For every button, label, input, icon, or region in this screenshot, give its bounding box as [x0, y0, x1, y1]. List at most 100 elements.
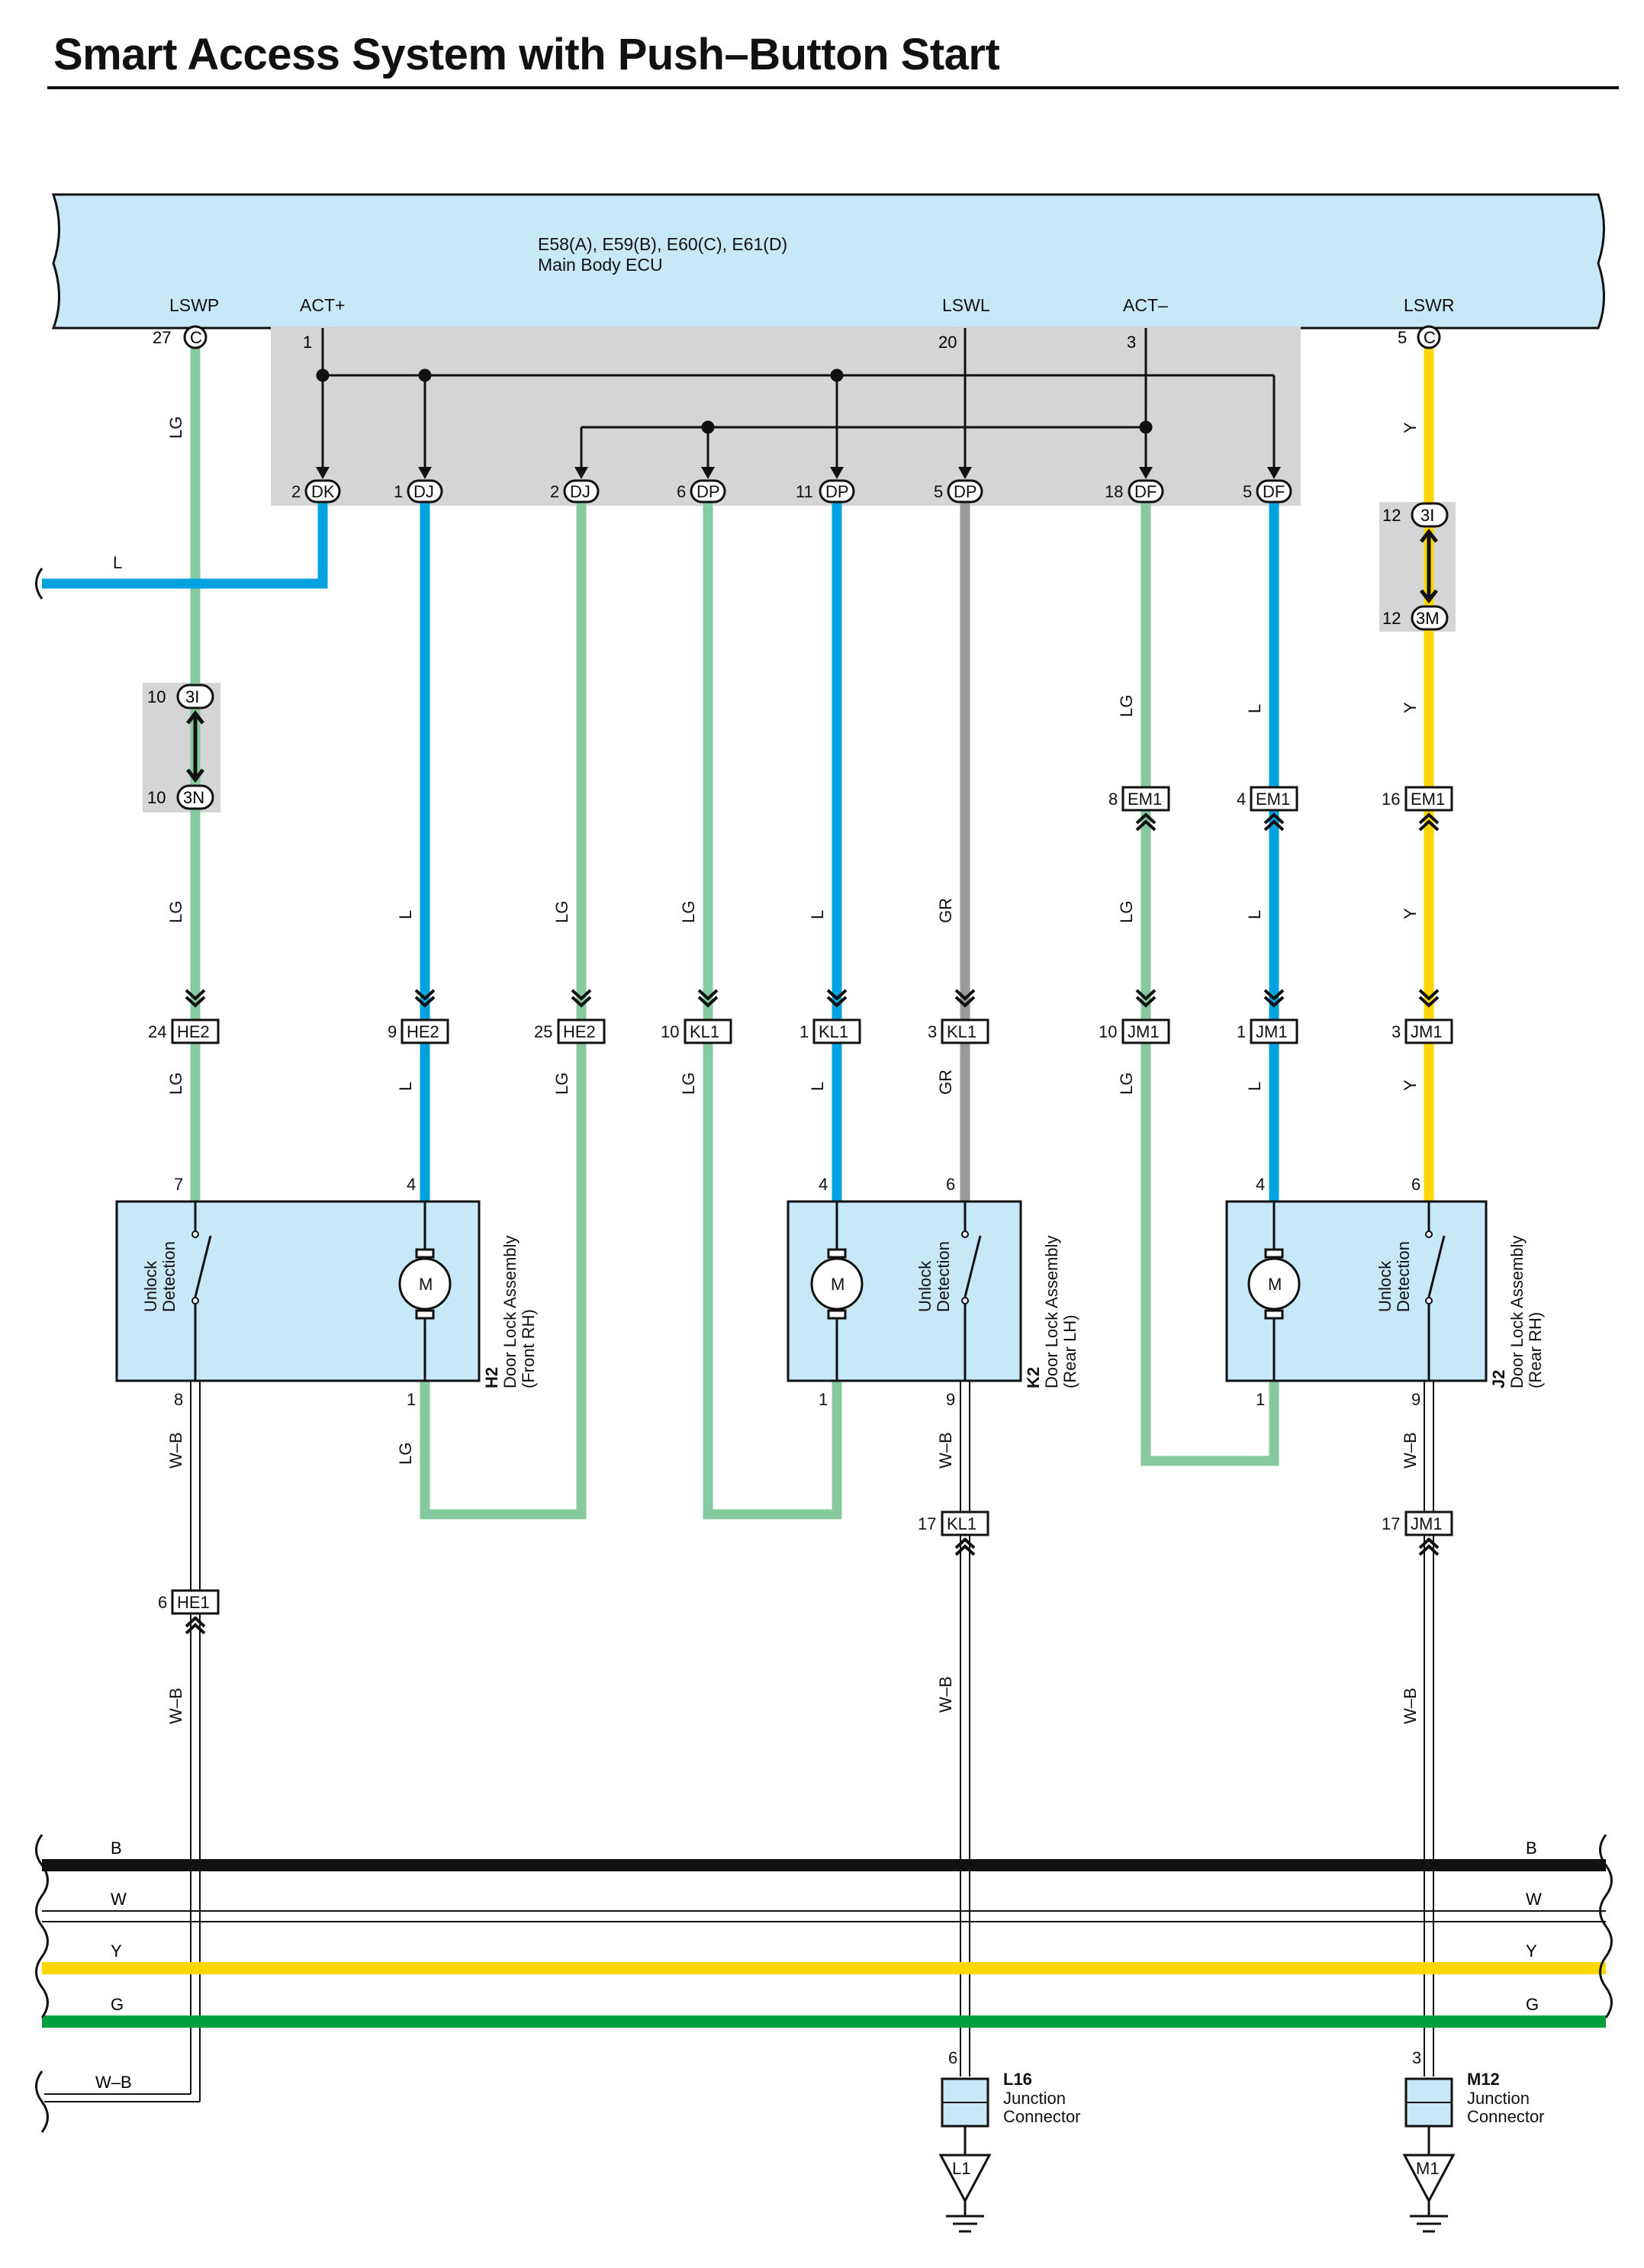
page-title: Smart Access System with Push–Button Sta… [53, 30, 1000, 79]
connector-pin: 6 [158, 1593, 167, 1612]
chevron-up-icon [1135, 812, 1157, 832]
connector-id: HE2 [407, 1022, 439, 1041]
motor-icon [398, 1257, 452, 1311]
assembly-side: (Rear LH) [1060, 1314, 1079, 1388]
splice-panel [271, 327, 1301, 506]
pin-label: 1 [1256, 1390, 1265, 1409]
down-arrow-icon [574, 467, 588, 479]
ground-id: M1 [1416, 2159, 1440, 2178]
svg-text:3M: 3M [1416, 609, 1440, 628]
wire-label-lg: LG [166, 417, 185, 439]
connector-pill [819, 479, 855, 503]
unlock-label: Unlock [141, 1260, 160, 1312]
wire-label-lg: LG [166, 1073, 185, 1095]
ecu-terminals: C 27 1 20 3 C 5 [153, 325, 1441, 352]
title-rule [47, 86, 1619, 89]
chevron-down-icon [414, 989, 436, 1008]
chevron-down-icon [1418, 989, 1440, 1008]
svg-text:3I: 3I [185, 687, 199, 706]
svg-text:3I: 3I [1420, 506, 1434, 525]
wire-label-l: L [396, 910, 415, 919]
wire-label-wb: W–B [166, 1432, 185, 1469]
wire-label-gr: GR [936, 1070, 955, 1095]
assembly-code: H2 [482, 1367, 501, 1388]
pin-label: 4 [1256, 1175, 1265, 1194]
svg-text:3: 3 [1127, 333, 1136, 352]
connector-id: DP [954, 482, 977, 501]
switch-contact [1425, 1231, 1433, 1238]
motor-brush [1264, 1248, 1284, 1259]
chevron-up-icon [1418, 812, 1440, 832]
connector-id: EM1 [1411, 790, 1445, 809]
connector-id: EM1 [1128, 790, 1162, 809]
connector-id: DF [1134, 482, 1157, 501]
svg-text:5: 5 [1398, 328, 1407, 347]
motor-brush [1264, 1309, 1284, 1320]
motor-brush [827, 1248, 847, 1259]
ecu-pin-lswl: LSWL [942, 295, 990, 315]
connector-pin: 25 [534, 1022, 552, 1041]
ground-id: L1 [952, 2159, 970, 2178]
switch-blade [194, 1235, 212, 1298]
switch-blade [964, 1235, 982, 1298]
junction-name: Junction [1003, 2089, 1066, 2108]
connector-pin: 16 [1382, 790, 1400, 809]
connector-id: JM1 [1411, 1022, 1443, 1041]
svg-text:1: 1 [303, 333, 312, 352]
connector-pin: 6 [677, 482, 686, 501]
bus-label-b-right: B [1526, 1839, 1537, 1858]
unlock-label: Unlock [1375, 1260, 1395, 1312]
connector-id: KL1 [690, 1022, 719, 1041]
wire-label-lg: LG [396, 1443, 415, 1465]
connector-pin: 10 [1099, 1022, 1117, 1041]
down-arrow-icon [830, 467, 844, 479]
connector-box [812, 1018, 861, 1044]
switch-contact [191, 1297, 199, 1305]
connector-pin: 10 [661, 1022, 679, 1041]
pin-label: 4 [819, 1175, 828, 1194]
junction-type: Connector [1003, 2107, 1081, 2126]
pin-label: 9 [946, 1390, 955, 1409]
motor-icon [810, 1257, 864, 1311]
connector-pin: 11 [796, 482, 813, 501]
assembly-side: (Rear RH) [1526, 1312, 1545, 1388]
switch-contact [1425, 1297, 1433, 1305]
wire-label-wb: W–B [166, 1687, 185, 1724]
connector-box [1250, 786, 1298, 812]
connector-pill [563, 479, 600, 503]
junction-code: M12 [1467, 2070, 1500, 2089]
connector-id: DP [825, 482, 849, 501]
chevron-down-icon [954, 989, 976, 1008]
wire-label-wb: W–B [1401, 1432, 1420, 1469]
ecu-box: E58(A), E59(B), E60(C), E61(D) Main Body… [51, 193, 1605, 330]
assembly-code: K2 [1024, 1367, 1043, 1388]
ecu-pin-act-minus: ACT– [1123, 295, 1168, 315]
motor-label: M [419, 1275, 433, 1294]
connector-id: DJ [413, 482, 434, 501]
wire-label-l: L [808, 1082, 827, 1091]
connector-pin: 5 [1243, 482, 1252, 501]
connector-pin: 5 [934, 482, 943, 501]
motor-label: M [1268, 1275, 1282, 1294]
connector-id: KL1 [947, 1022, 976, 1041]
connector-pin: 2 [550, 482, 559, 501]
chevron-up-icon [185, 1616, 206, 1635]
ecu-pin-lswr: LSWR [1404, 295, 1454, 315]
connector-box [401, 1018, 449, 1044]
pin-label: 7 [174, 1175, 183, 1194]
motor-brush [415, 1309, 435, 1320]
connector-box [684, 1018, 732, 1044]
connector-box [1250, 1018, 1298, 1044]
junction-connectors: 6L16JunctionConnectorL13M12JunctionConne… [938, 2048, 1545, 2233]
down-arrow-icon [1267, 467, 1281, 479]
connector-id: JM1 [1128, 1022, 1160, 1041]
chevron-down-icon [1263, 989, 1285, 1008]
connector-pin: 9 [388, 1022, 397, 1041]
wire-label-lg: LG [679, 901, 698, 923]
connector-id: HE2 [177, 1022, 210, 1041]
junction-name: Junction [1467, 2089, 1530, 2108]
